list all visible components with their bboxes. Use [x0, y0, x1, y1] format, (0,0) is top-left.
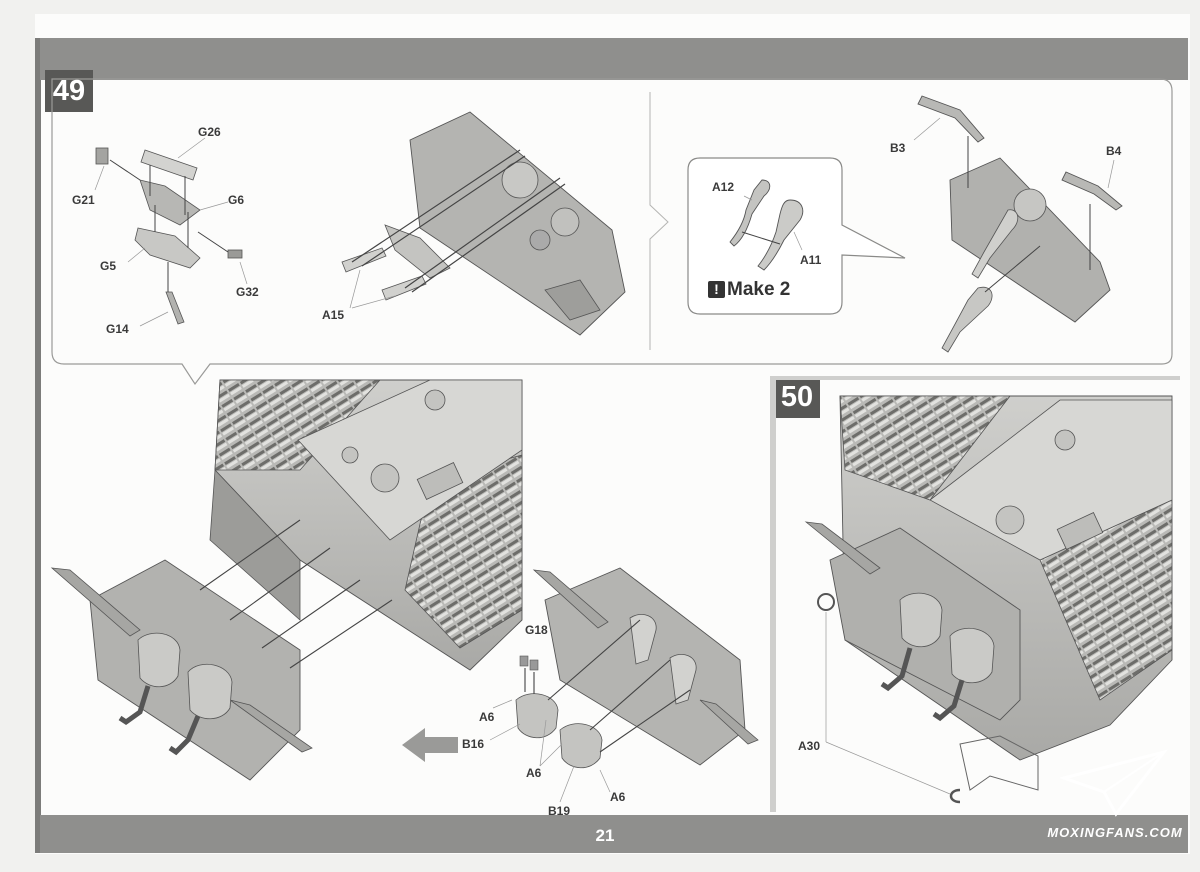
part-label-g21: G21: [72, 193, 95, 207]
part-label-g6: G6: [228, 193, 244, 207]
part-label-a6-middle: A6: [526, 766, 542, 780]
step-number-49: 49: [45, 70, 93, 112]
rear-plate-exhausts: [50, 519, 393, 781]
part-label-a30: A30: [798, 739, 820, 753]
part-label-b4: B4: [1106, 144, 1122, 158]
make-quantity-note: !Make 2: [708, 279, 790, 301]
callout-box: [687, 157, 906, 315]
part-label-g26: G26: [198, 125, 221, 139]
part-label-g32: G32: [236, 285, 259, 299]
part-label-a6-right: A6: [610, 790, 626, 804]
direction-arrow: [402, 728, 458, 762]
watermark-text: MOXINGFANS.COM: [1047, 825, 1183, 840]
part-label-a12: A12: [712, 180, 734, 194]
hull-rear-view: [209, 379, 523, 671]
make-quantity-text: Make 2: [727, 279, 791, 300]
part-label-b16: B16: [462, 737, 484, 751]
footer-band: [40, 815, 1188, 853]
page-number: 21: [595, 826, 615, 845]
part-label-a11: A11: [800, 253, 822, 267]
panel-divider: [649, 92, 669, 350]
step-49-panel-border: [51, 78, 1173, 386]
paper-plane-logo-icon: [1060, 749, 1168, 817]
header-band-tab: [1158, 38, 1188, 80]
rear-plate-b3-b4-assembly: [913, 95, 1123, 353]
page-binding-edge: [35, 38, 41, 853]
part-label-a6-left: A6: [479, 710, 495, 724]
completed-hull-rear: [804, 395, 1173, 804]
exhaust-cover-subassembly: [489, 567, 759, 803]
header-band: [40, 38, 1158, 80]
attention-icon: !: [708, 281, 725, 298]
step-number-50: 50: [774, 376, 820, 418]
part-label-g18: G18: [525, 623, 548, 637]
exhaust-pipe-callout-parts: [729, 179, 804, 271]
part-label-g14: G14: [106, 322, 129, 336]
small-parts-subassembly: [94, 137, 248, 327]
rear-plate-a15-assembly: [341, 111, 626, 336]
part-label-g5: G5: [100, 259, 116, 273]
part-label-b19: B19: [548, 804, 570, 818]
part-label-a15: A15: [322, 308, 344, 322]
part-label-b3: B3: [890, 141, 906, 155]
